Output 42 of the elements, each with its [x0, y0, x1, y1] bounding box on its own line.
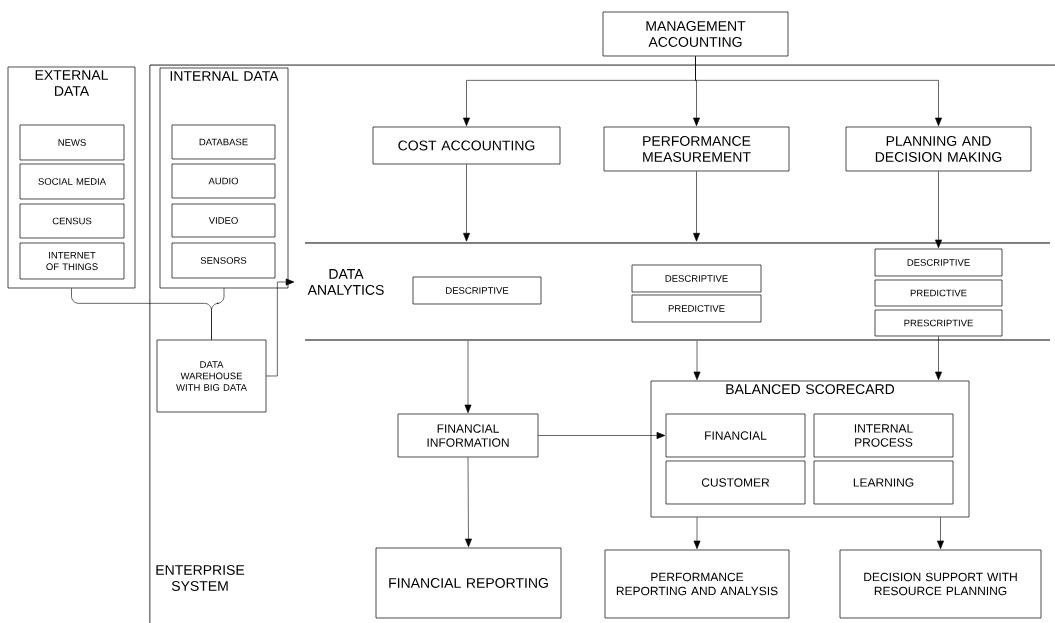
process-box: PRESCRIPTIVE: [874, 309, 1003, 337]
arrow: [935, 336, 942, 381]
arrow: [935, 171, 942, 249]
process-box: MANAGEMENT ACCOUNTING: [602, 11, 789, 57]
process-box: INTERNAL PROCESS: [813, 413, 954, 458]
process-box: FINANCIAL REPORTING: [375, 547, 562, 619]
process-box: SOCIAL MEDIA: [19, 163, 125, 200]
section-label: DATA ANALYTICS: [307, 269, 384, 295]
arrow: [463, 164, 470, 242]
process-box: FINANCIAL: [665, 413, 806, 458]
process-box: DESCRIPTIVE: [874, 248, 1003, 277]
process-box: DESCRIPTIVE: [412, 276, 542, 305]
process-box: PERFORMANCE REPORTING AND ANALYSIS: [604, 549, 790, 619]
process-box: PERFORMANCE MEASUREMENT: [603, 126, 790, 172]
arrow: [465, 457, 472, 548]
process-box: DECISION SUPPORT WITH RESOURCE PLANNING: [839, 549, 1042, 619]
process-box: SENSORS: [171, 242, 276, 279]
process-box: PREDICTIVE: [631, 294, 762, 323]
process-box: PREDICTIVE: [874, 279, 1003, 307]
process-box: VIDEO: [171, 203, 276, 238]
process-box: FINANCIAL INFORMATION: [397, 413, 539, 458]
arrow: [693, 340, 701, 381]
arrow: [695, 56, 942, 127]
arrow: [693, 171, 700, 242]
process-box: PLANNING AND DECISION MAKING: [845, 126, 1032, 172]
process-box: NEWS: [19, 124, 125, 161]
section-label: ENTERPRISE SYSTEM: [156, 565, 245, 591]
process-box: LEARNING: [813, 460, 954, 505]
arrow: [464, 340, 472, 414]
process-box: DESCRIPTIVE: [631, 264, 762, 293]
process-box: CENSUS: [19, 203, 125, 239]
process-box: DATA WAREHOUSE WITH BIG DATA: [156, 339, 267, 413]
arrow: [937, 517, 944, 550]
process-box: CUSTOMER: [665, 460, 806, 505]
connector-line: [211, 288, 225, 340]
arrow: [693, 517, 701, 550]
arrow: [266, 278, 295, 377]
process-box: COST ACCOUNTING: [372, 126, 561, 165]
process-box: INTERNET OF THINGS: [19, 242, 125, 280]
process-box: DATABASE: [171, 124, 276, 160]
arrow: [538, 432, 666, 439]
process-box: AUDIO: [171, 163, 276, 199]
